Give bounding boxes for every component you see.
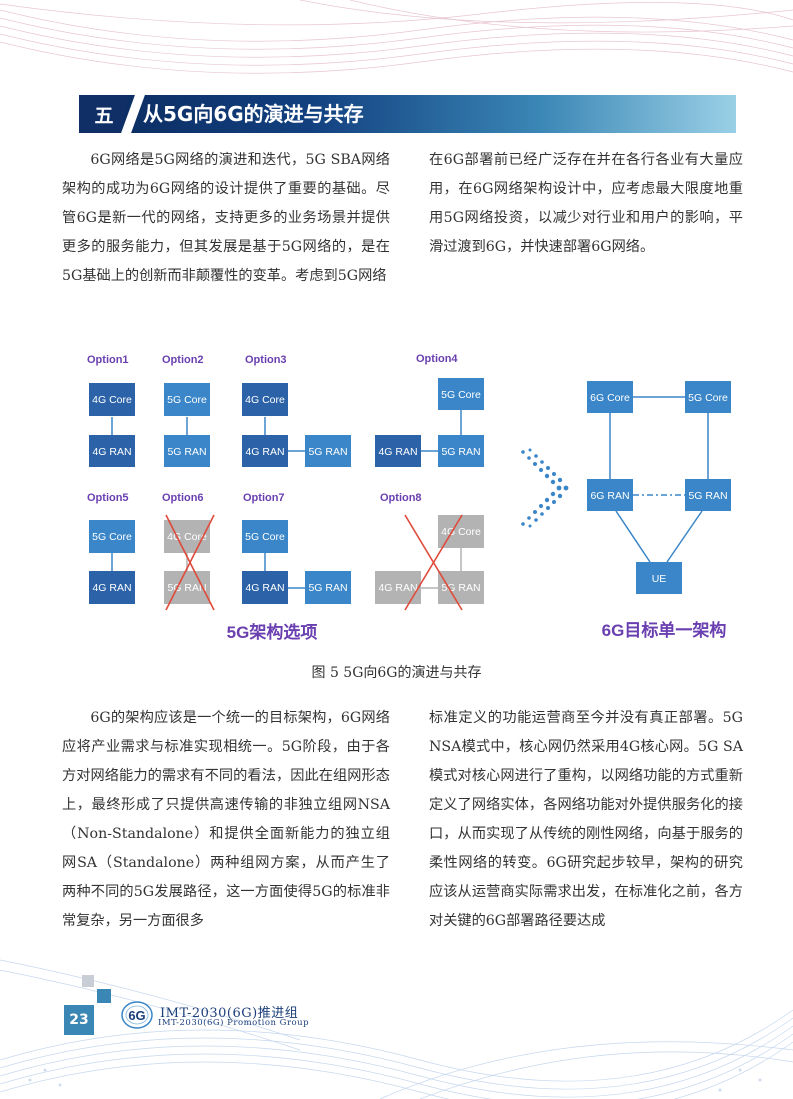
box-label: 4G Core xyxy=(92,394,132,406)
paragraph-col1: 6G网络是5G网络的演进和迭代，5G SBA网络架构的成功为6G网络的设计提供了… xyxy=(62,146,390,291)
right-figure-label: 6G目标单一架构 xyxy=(602,620,727,640)
option-label: Option3 xyxy=(245,354,287,366)
org-name-english: IMT-2030(6G) Promotion Group xyxy=(158,1018,310,1028)
box-5g-ran xyxy=(438,435,484,467)
box-5g-ran-disabled xyxy=(438,571,484,604)
box-6g-core xyxy=(587,381,633,413)
option-label: Option2 xyxy=(162,354,204,366)
box-label: 5G RAN xyxy=(441,582,480,594)
option-label: Option5 xyxy=(87,492,129,504)
box-5g-ran xyxy=(164,435,210,467)
box-6g-ran xyxy=(587,479,633,511)
box-label: 6G RAN xyxy=(590,490,629,502)
box-4g-core xyxy=(242,383,288,416)
box-5g-ran xyxy=(305,435,351,467)
top-decoration xyxy=(0,0,793,74)
box-label: 5G RAN xyxy=(167,446,206,458)
paragraph-col2: 在6G部署前已经广泛存在并在各行各业有大量应用，在6G网络架构设计中，应考虑最大… xyxy=(429,146,743,262)
paragraph-text: 在6G部署前已经广泛存在并在各行各业有大量应用，在6G网络架构设计中，应考虑最大… xyxy=(429,152,743,255)
box-5g-core xyxy=(89,520,135,553)
option-label: Option7 xyxy=(243,492,285,504)
cross-mark xyxy=(165,514,463,611)
paragraph-text: 标准定义的功能运营商至今并没有真正部署。5G NSA模式中，核心网仍然采用4G核… xyxy=(429,710,743,929)
option-label: Option1 xyxy=(87,354,129,366)
box-5g-core xyxy=(438,378,484,410)
box-label: 5G RAN xyxy=(441,446,480,458)
svg-text:6G: 6G xyxy=(128,1008,145,1023)
org-name: IMT-2030(6G)推进组 xyxy=(160,1006,299,1021)
imt2030-logo-icon: 6G xyxy=(121,1001,153,1029)
paragraph-col3: 6G的架构应该是一个统一的目标架构，6G网络应将产业需求与标准实现相统一。5G阶… xyxy=(62,704,390,936)
box-5g-core xyxy=(164,383,210,416)
box-label: 5G RAN xyxy=(688,490,727,502)
option-label: Option8 xyxy=(380,492,422,504)
box-label: 4G RAN xyxy=(92,446,131,458)
footer-square xyxy=(97,989,111,1003)
box-4g-ran xyxy=(242,571,288,604)
figure-caption: 图 5 5G向6G的演进与共存 xyxy=(311,665,482,681)
box-5g-core xyxy=(685,381,731,413)
box-4g-ran xyxy=(375,435,421,467)
box-label: 4G RAN xyxy=(378,446,417,458)
box-4g-ran xyxy=(89,435,135,467)
box-label: 5G RAN xyxy=(308,446,347,458)
box-label: 5G Core xyxy=(92,531,132,543)
paragraph-text: 6G的架构应该是一个统一的目标架构，6G网络应将产业需求与标准实现相统一。5G阶… xyxy=(62,710,390,929)
box-label: 6G Core xyxy=(590,392,630,404)
box-label: 4G Core xyxy=(167,531,207,543)
paragraph-text: 6G网络是5G网络的演进和迭代，5G SBA网络架构的成功为6G网络的设计提供了… xyxy=(62,152,390,284)
box-4g-ran xyxy=(89,571,135,604)
box-5g-ran xyxy=(685,479,731,511)
box-label: 5G RAN xyxy=(308,582,347,594)
bottom-decoration xyxy=(0,959,793,1099)
box-label: 5G RAN xyxy=(167,582,206,594)
box-label: UE xyxy=(652,573,667,585)
architecture-figure: Option1 Option2 Option3 Option4 Option5 … xyxy=(87,353,731,642)
box-label: 5G Core xyxy=(688,392,728,404)
section-number: 五 xyxy=(79,95,129,133)
box-label: 4G RAN xyxy=(245,582,284,594)
box-label: 5G Core xyxy=(167,394,207,406)
section-title: 从5G向6G的演进与共存 xyxy=(143,102,364,126)
arrow-icon xyxy=(521,448,569,528)
box-4g-ran xyxy=(242,435,288,467)
box-ue xyxy=(636,562,682,594)
box-4g-core xyxy=(89,383,135,416)
box-label: 4G RAN xyxy=(92,582,131,594)
box-5g-core xyxy=(242,520,288,553)
box-5g-ran xyxy=(305,571,351,604)
option-label: Option4 xyxy=(416,353,458,365)
paragraph-col4: 标准定义的功能运营商至今并没有真正部署。5G NSA模式中，核心网仍然采用4G核… xyxy=(429,704,743,936)
option-label: Option6 xyxy=(162,492,204,504)
box-4g-ran-disabled xyxy=(375,571,421,604)
box-label: 5G Core xyxy=(245,531,285,543)
left-figure-label: 5G架构选项 xyxy=(227,622,318,642)
box-label: 4G Core xyxy=(245,394,285,406)
box-label: 4G RAN xyxy=(245,446,284,458)
section-header-bar xyxy=(79,95,736,133)
box-label: 4G Core xyxy=(441,526,481,538)
footer-square xyxy=(82,975,94,987)
page-number: 23 xyxy=(64,1005,94,1035)
box-label: 5G Core xyxy=(441,389,481,401)
box-label: 4G RAN xyxy=(378,582,417,594)
